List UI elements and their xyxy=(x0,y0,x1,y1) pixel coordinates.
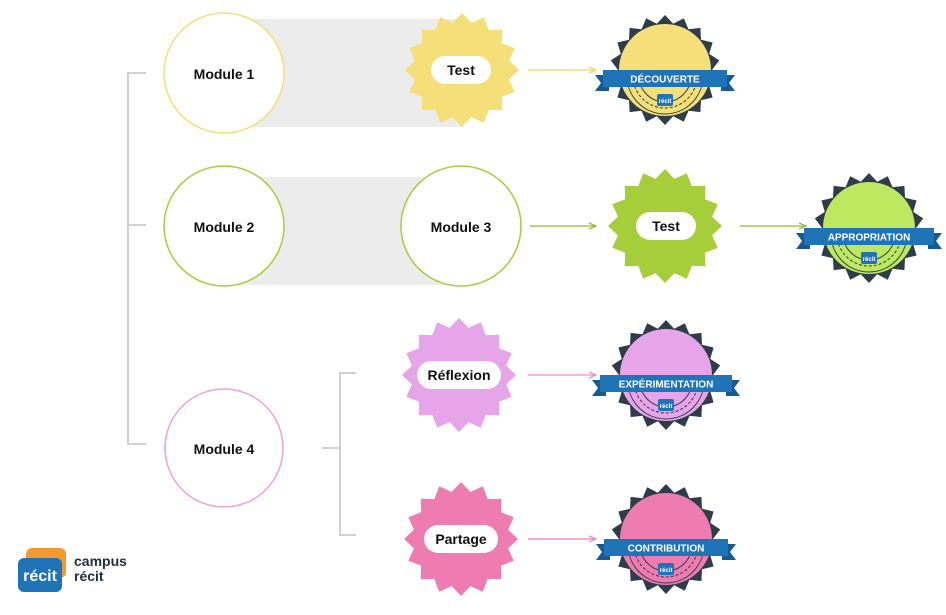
test-activity-green: Test xyxy=(608,169,722,283)
test-label-green: Test xyxy=(652,218,680,234)
badge-arc xyxy=(836,233,902,267)
module-1-node: Module 1 xyxy=(163,12,285,134)
main-bracket xyxy=(127,72,146,445)
badge-arc xyxy=(626,75,704,115)
badge-recit-stamp xyxy=(861,252,877,264)
badge-arc xyxy=(633,380,699,414)
badge-arc xyxy=(627,380,705,420)
recit-logo-mark: récit xyxy=(18,548,66,592)
badge-arc xyxy=(830,233,908,273)
test-label-yellow: Test xyxy=(447,62,475,78)
logo-line-2: récit xyxy=(74,568,104,584)
partage-label: Partage xyxy=(435,531,487,547)
badge-recit-stamp-text: récit xyxy=(659,99,672,105)
module-4-node: Module 4 xyxy=(164,388,284,508)
badge-recit-stamp-text: récit xyxy=(660,568,673,574)
badge-arc xyxy=(633,544,699,578)
badge-ribbon xyxy=(604,539,728,556)
badge-recit-stamp xyxy=(657,94,673,106)
module4-bracket xyxy=(322,372,356,536)
module-2-node: Module 2 xyxy=(163,165,285,287)
badge-appropriation-label: APPROPRIATION xyxy=(828,233,911,244)
badge-decouverte: DÉCOUVERTE récit xyxy=(595,15,735,125)
reflexion-label: Réflexion xyxy=(427,367,490,383)
module-1-label: Module 1 xyxy=(194,66,255,82)
badge-decouverte-label: DÉCOUVERTE xyxy=(630,73,700,86)
badge-arc xyxy=(632,75,698,109)
badge-ribbon xyxy=(804,228,934,245)
test-activity-yellow: Test xyxy=(405,13,519,127)
module-4-label: Module 4 xyxy=(194,441,255,457)
reflexion-activity: Réflexion xyxy=(402,318,516,432)
badge-ribbon xyxy=(600,375,732,392)
logo-line-1: campus xyxy=(74,553,127,569)
module-2-label: Module 2 xyxy=(194,219,255,235)
logo-wordmark: campus récit xyxy=(74,554,127,584)
badge-recit-stamp-text: récit xyxy=(863,257,876,263)
badge-contribution-label: CONTRIBUTION xyxy=(628,544,705,555)
module-3-label: Module 3 xyxy=(431,219,492,235)
badge-arc xyxy=(627,544,705,584)
badge-ribbon xyxy=(603,70,727,87)
partage-activity: Partage xyxy=(404,482,518,596)
badge-contribution: CONTRIBUTION récit xyxy=(596,484,736,594)
badge-experimentation: EXPÉRIMENTATION récit xyxy=(592,320,740,430)
badge-recit-stamp xyxy=(658,399,674,411)
badge-recit-stamp xyxy=(658,563,674,575)
badge-experimentation-label: EXPÉRIMENTATION xyxy=(619,378,714,391)
module-3-node: Module 3 xyxy=(400,165,522,287)
campus-recit-logo: récit campus récit xyxy=(18,548,128,594)
logo-mark-text: récit xyxy=(23,568,57,585)
badge-recit-stamp-text: récit xyxy=(660,404,673,410)
badge-appropriation: APPROPRIATION récit xyxy=(796,173,942,283)
